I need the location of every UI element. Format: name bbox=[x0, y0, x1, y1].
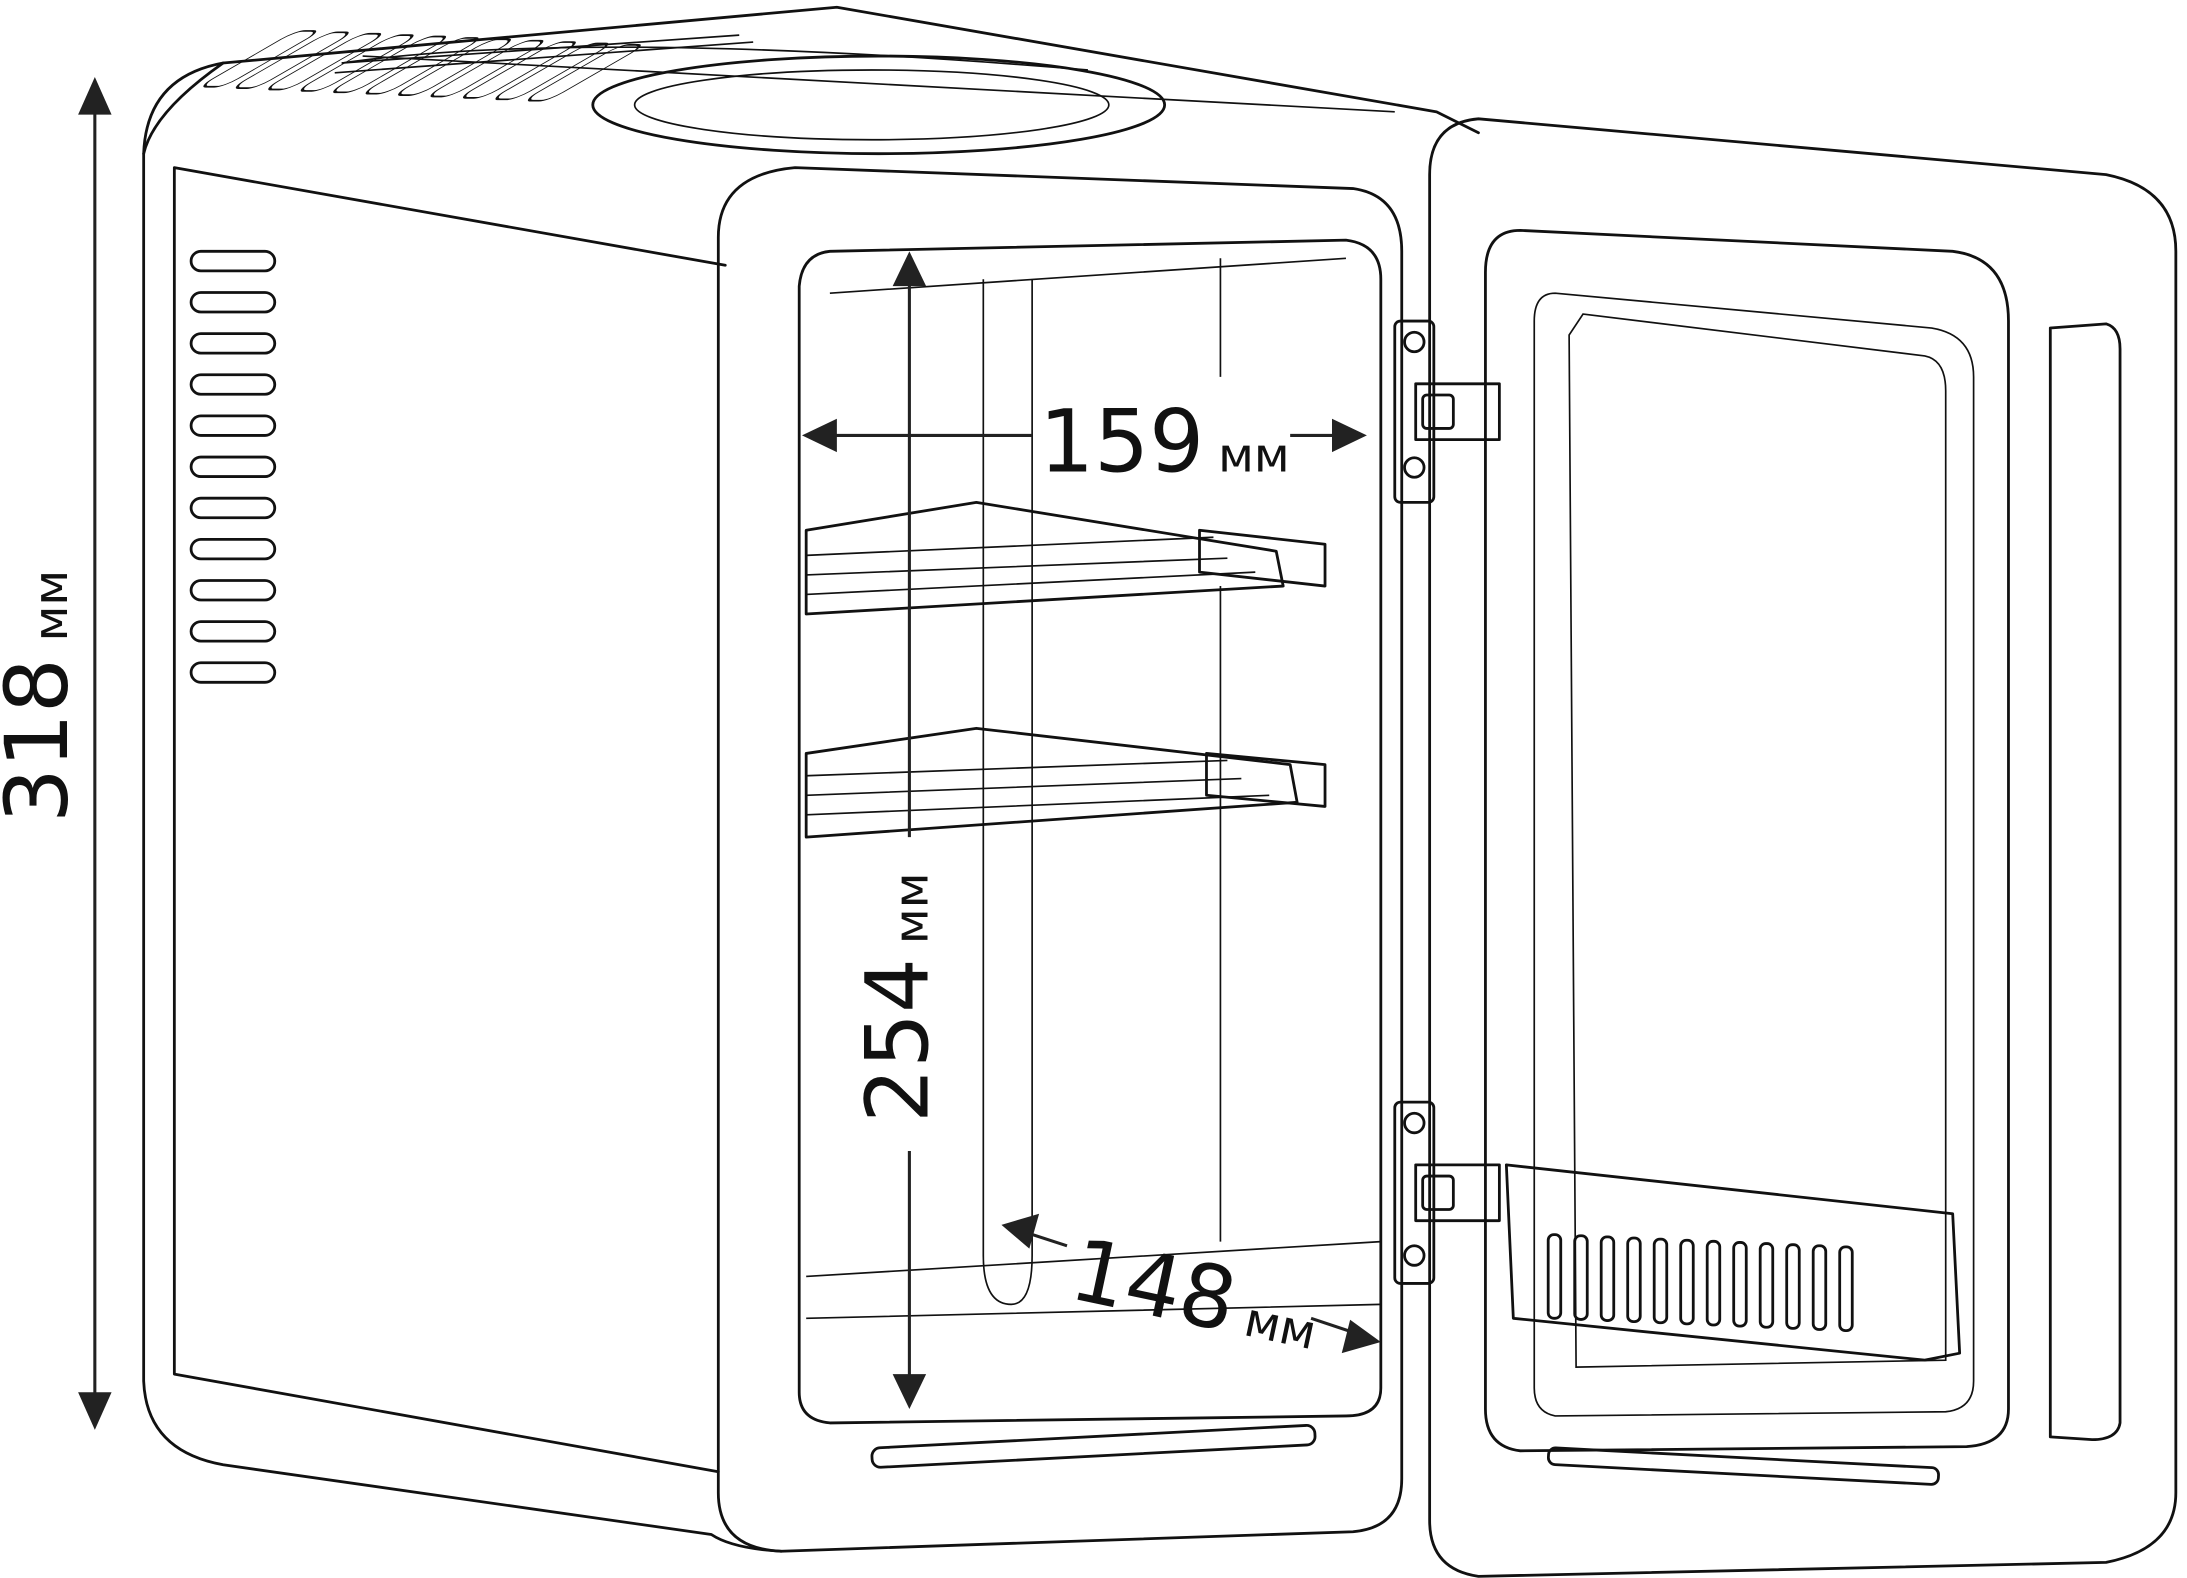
vent-slot bbox=[189, 661, 277, 684]
vent-slot bbox=[235, 31, 349, 89]
vent-slot bbox=[527, 44, 641, 102]
vent-slot bbox=[189, 537, 277, 561]
dimension-inner-depth: 148мм bbox=[1001, 1213, 1381, 1370]
vent-slot bbox=[189, 414, 277, 437]
dimension-inner-height: 254мм bbox=[849, 251, 949, 1409]
dimension-inner-depth-label: 148мм bbox=[1063, 1220, 1329, 1370]
vent-slot bbox=[1573, 1234, 1589, 1321]
vent-slot bbox=[1732, 1241, 1748, 1328]
vent-slot bbox=[189, 373, 277, 396]
vent-slot bbox=[268, 32, 382, 91]
shelf-lower bbox=[804, 726, 1327, 839]
vent-slot bbox=[1758, 1242, 1775, 1329]
vent-slot bbox=[189, 455, 277, 478]
dimension-height: 318мм bbox=[0, 76, 112, 1430]
vent-slot bbox=[333, 35, 447, 94]
top-vents bbox=[203, 30, 641, 102]
vent-slot bbox=[189, 332, 277, 355]
vent-slot bbox=[300, 34, 414, 92]
shelf-upper bbox=[804, 500, 1327, 616]
vent-slot bbox=[1705, 1239, 1722, 1327]
front-frame bbox=[716, 166, 1404, 1553]
vent-slot bbox=[1626, 1236, 1642, 1324]
hinge-bottom bbox=[1393, 1100, 1501, 1285]
vent-slot bbox=[365, 37, 479, 95]
vent-slot bbox=[430, 39, 544, 98]
vent-slot bbox=[462, 41, 576, 99]
vent-slot bbox=[1546, 1233, 1563, 1320]
door-vents bbox=[1546, 1233, 1854, 1332]
dimension-inner-height-label: 254мм bbox=[849, 873, 949, 1124]
door bbox=[1428, 117, 2178, 1578]
vent-slot bbox=[189, 291, 277, 314]
vent-slot bbox=[1679, 1238, 1695, 1326]
vent-slot bbox=[1811, 1244, 1828, 1331]
side-vents bbox=[189, 249, 277, 684]
vent-slot bbox=[1785, 1243, 1801, 1330]
vent-slot bbox=[495, 42, 609, 101]
vent-slot bbox=[189, 620, 277, 643]
vent-slot bbox=[1838, 1245, 1854, 1332]
vent-slot bbox=[189, 496, 277, 520]
hinge-top bbox=[1393, 319, 1501, 504]
vent-slot bbox=[189, 249, 277, 273]
dimension-height-label: 318мм bbox=[0, 570, 88, 823]
vent-slot bbox=[398, 38, 511, 96]
vent-slot bbox=[1652, 1237, 1669, 1325]
vent-slot bbox=[1599, 1235, 1616, 1322]
vent-slot bbox=[203, 30, 317, 88]
vent-slot bbox=[189, 579, 277, 602]
